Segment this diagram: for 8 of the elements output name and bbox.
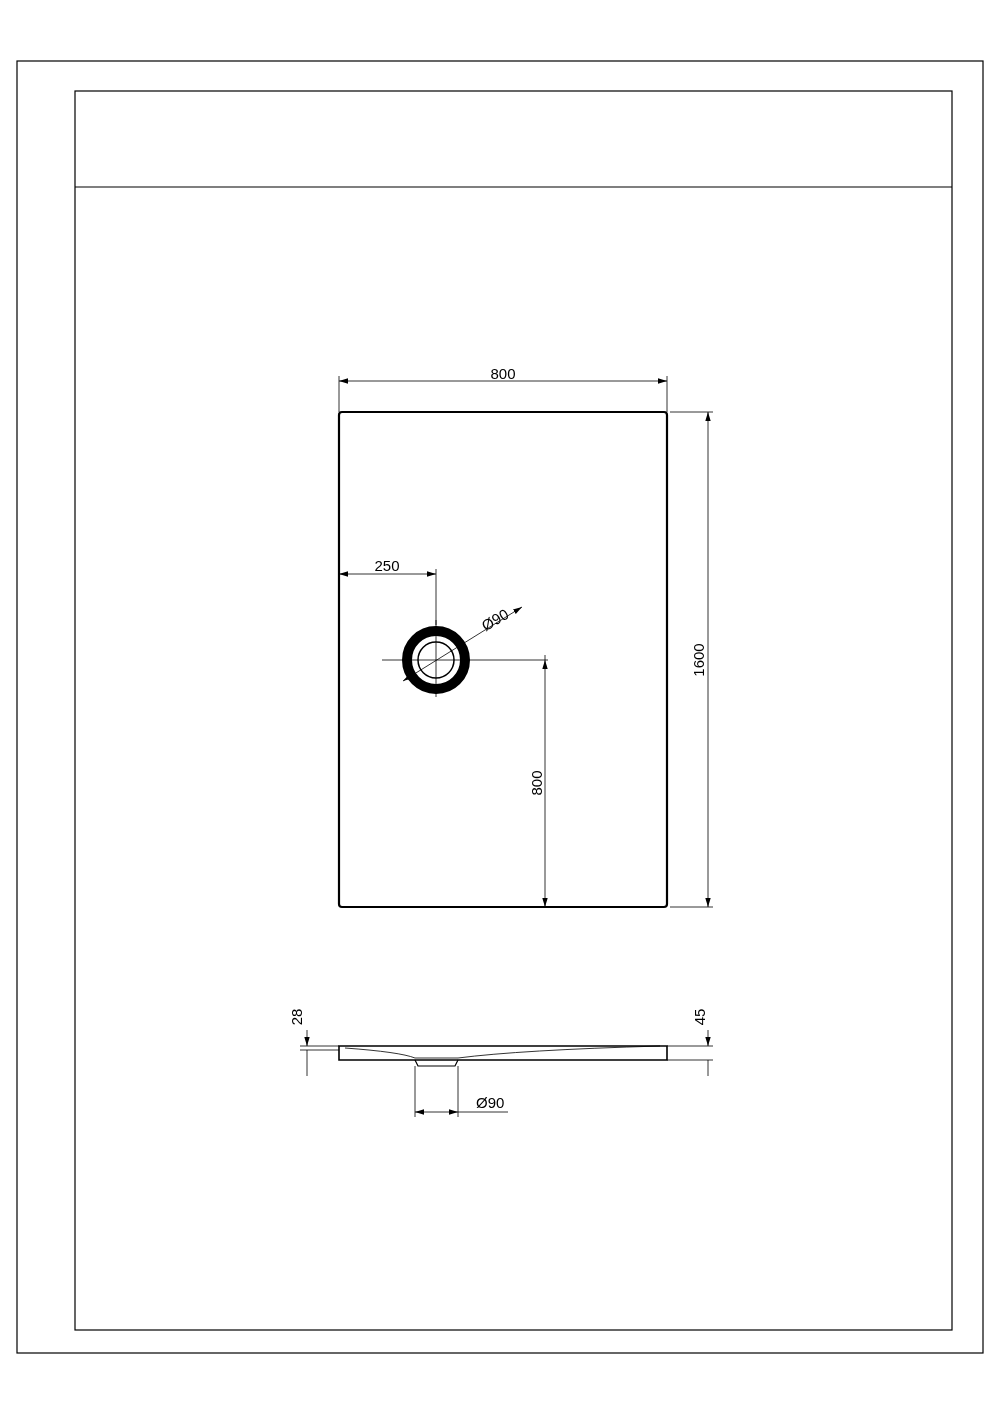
dimension-label: 800: [490, 366, 516, 382]
dimension-label: 1600: [690, 643, 707, 677]
dimension-label: Ø90: [476, 1095, 505, 1111]
dimension-label: 28: [288, 1008, 305, 1026]
dimension-label: 250: [374, 558, 400, 574]
dimension-label: 800: [528, 770, 544, 796]
dimension-label: 45: [691, 1008, 708, 1026]
dimension-label: Ø90: [478, 606, 512, 634]
